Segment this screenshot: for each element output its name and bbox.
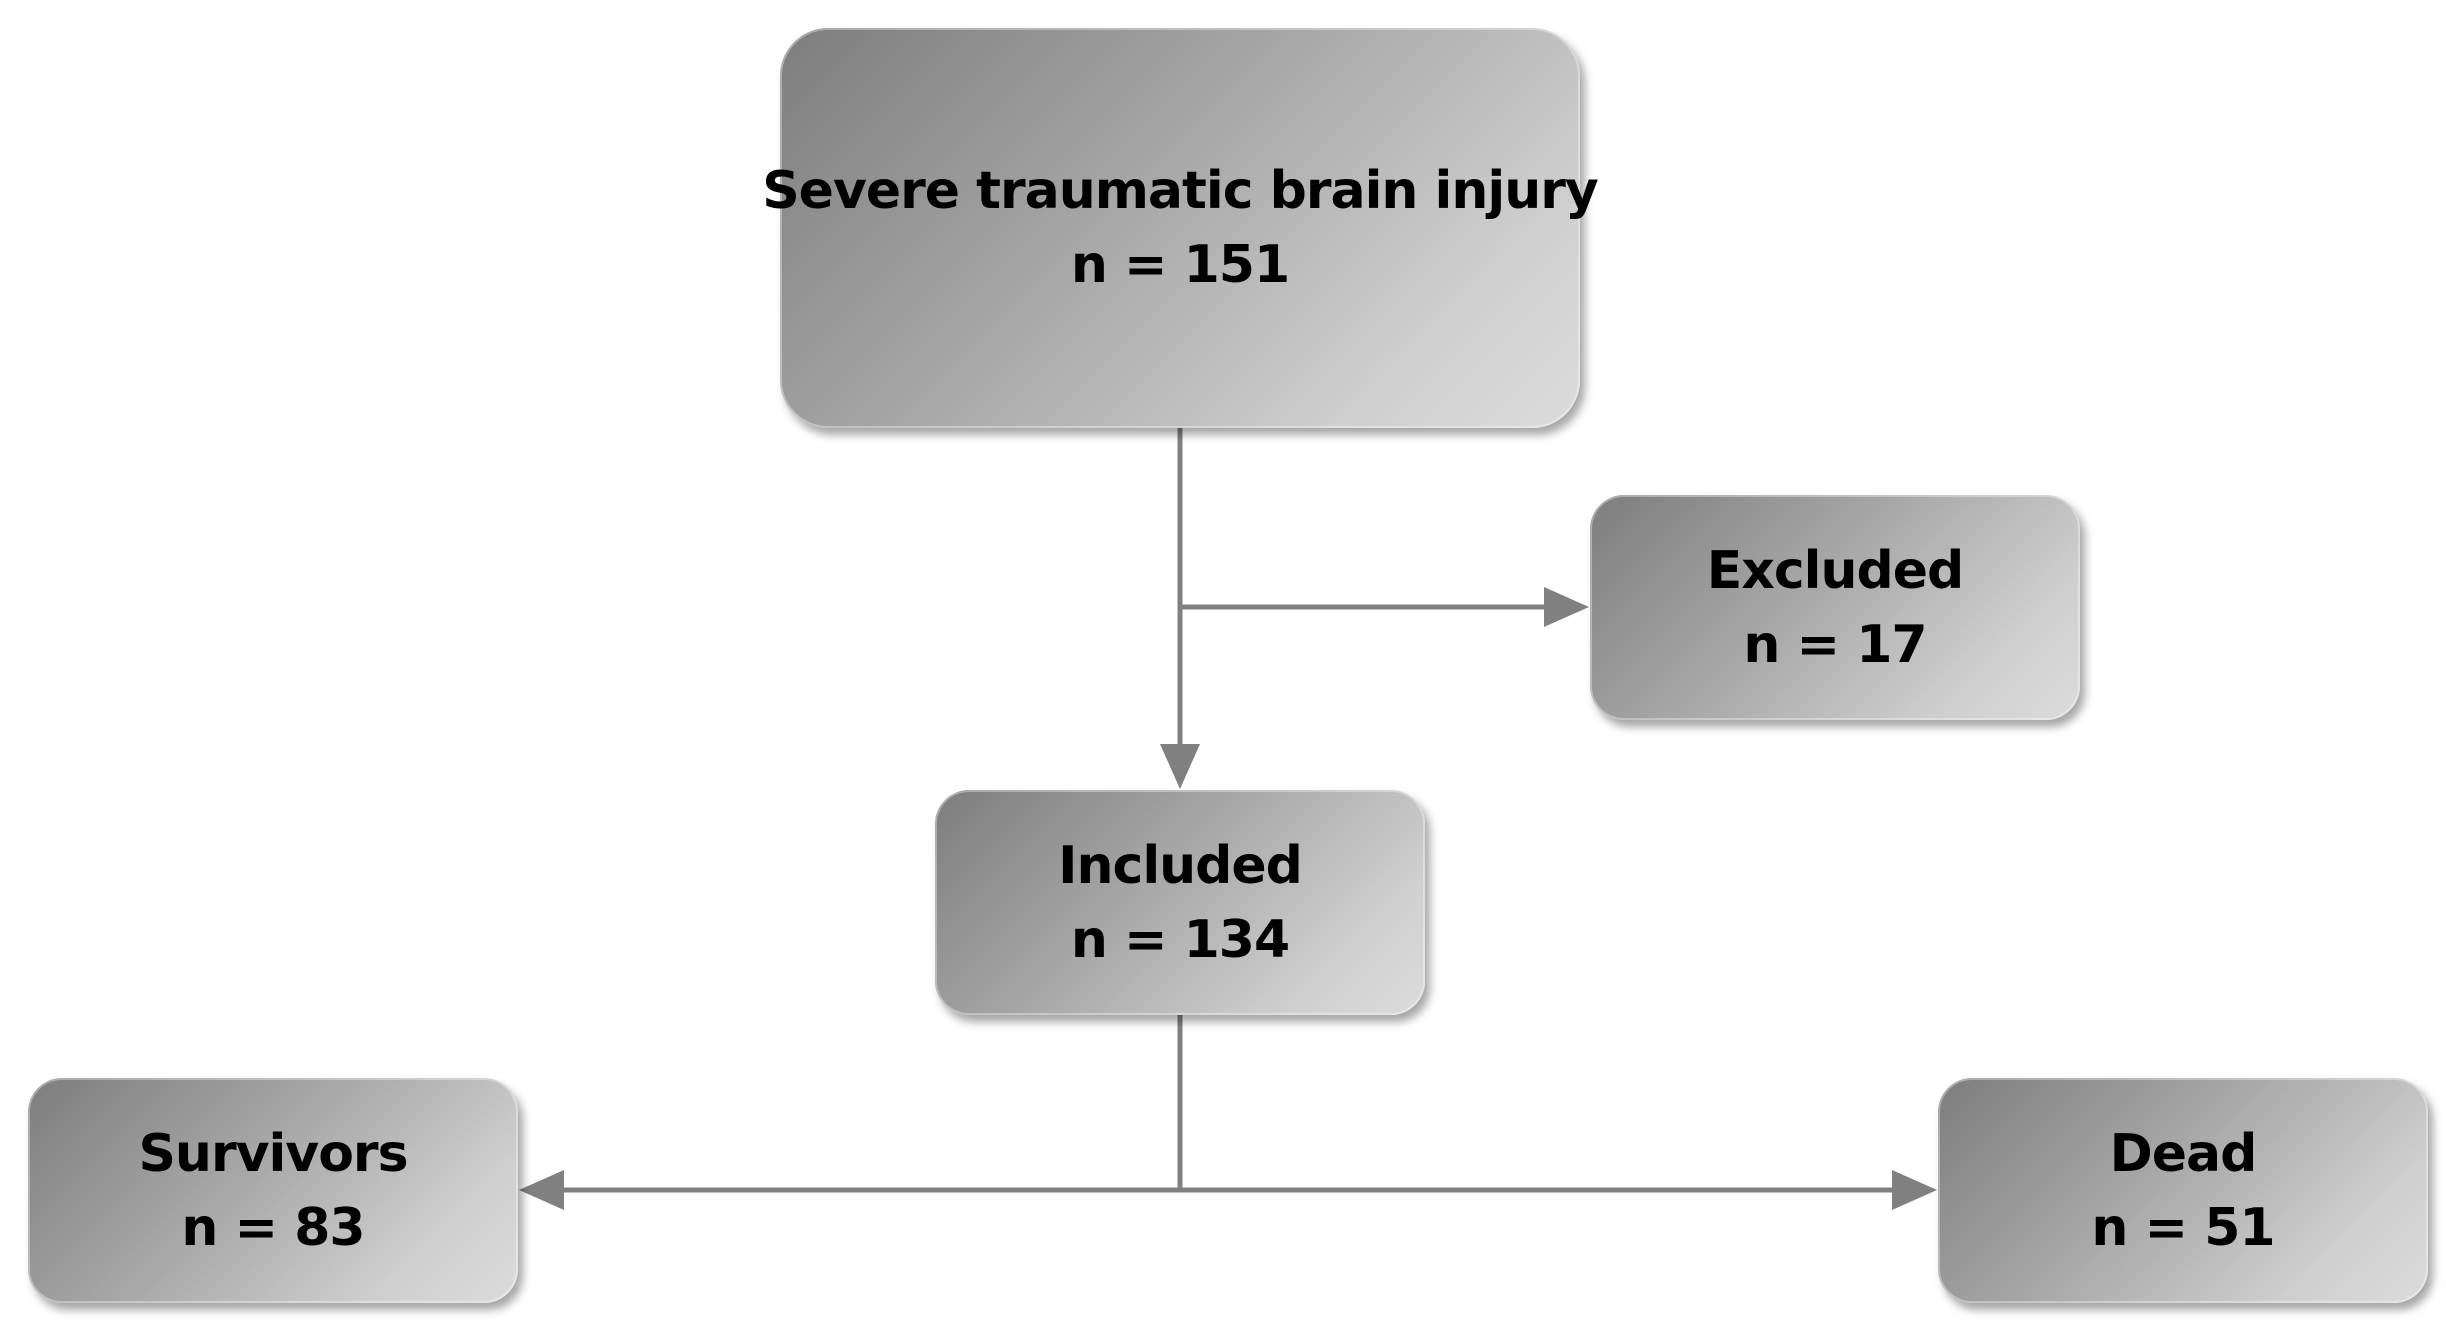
severe-tbi-count: n = 151	[1070, 235, 1290, 295]
survivors-label: Survivors	[138, 1123, 408, 1184]
dead-count: n = 51	[2091, 1197, 2275, 1258]
dead-label: Dead	[2109, 1123, 2258, 1184]
included-label: Included	[1058, 835, 1303, 896]
dead-box: Dead n = 51	[1938, 1078, 2428, 1303]
included-count: n = 134	[1070, 909, 1290, 970]
survivors-box: Survivors n = 83	[28, 1078, 518, 1303]
excluded-count: n = 17	[1743, 614, 1927, 675]
excluded-box: Excluded n = 17	[1590, 495, 2080, 720]
included-box: Included n = 134	[935, 790, 1425, 1015]
severe-tbi-box: Severe traumatic brain injury n = 151	[762, 28, 1599, 428]
excluded-label: Excluded	[1706, 540, 1964, 601]
survivors-count: n = 83	[181, 1197, 365, 1258]
severe-tbi-label: Severe traumatic brain injury	[762, 161, 1599, 221]
